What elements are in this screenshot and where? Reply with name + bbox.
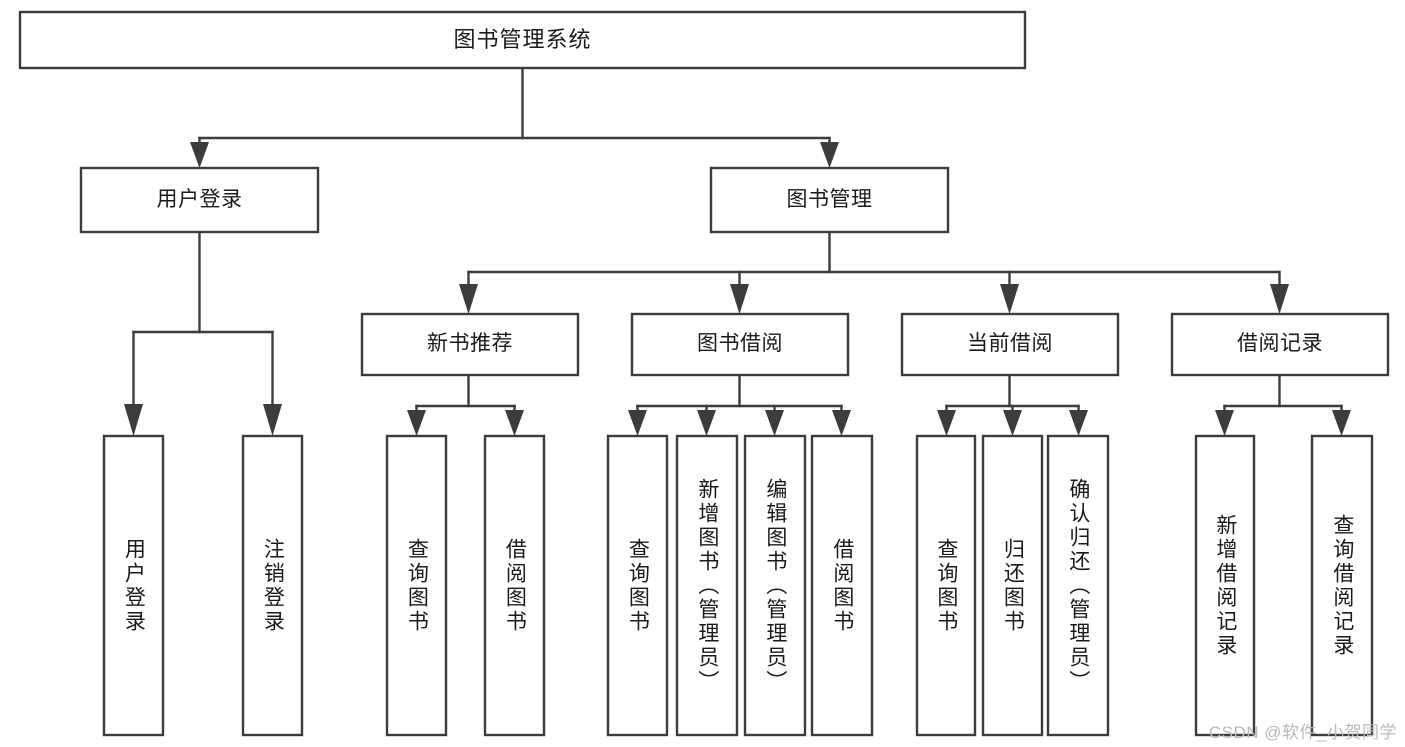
node-current-borrow-rect[interactable] (900, 312, 1120, 377)
edge-group-current-borrow (937, 373, 1088, 436)
node-leaf-logout-rect[interactable] (241, 434, 304, 737)
arrow-head-leaf-logout (263, 404, 282, 436)
arrow-head-leaf-query-1 (407, 410, 426, 436)
node-leaf-confirm-rect[interactable] (1046, 434, 1110, 737)
arrow-head-leaf-query-3 (937, 410, 956, 436)
node-leaf-borrow-2-rect[interactable] (810, 434, 874, 737)
arrow-head-book-manage (820, 142, 839, 168)
node-leaf-edit-book-rect[interactable] (743, 434, 807, 737)
arrow-head-new-book-rec (459, 284, 478, 314)
node-leaf-query-1-rect[interactable] (385, 434, 448, 737)
arrow-head-leaf-edit-book (765, 410, 784, 436)
arrow-head-current-borrow (1000, 284, 1019, 314)
arrow-head-user-login (190, 142, 209, 168)
node-book-borrow-rect[interactable] (630, 312, 850, 377)
arrow-head-leaf-add-book (697, 410, 716, 436)
arrow-head-leaf-query-2 (628, 410, 647, 436)
node-leaf-qry-record-rect[interactable] (1310, 434, 1374, 737)
node-rect-group (18, 10, 1390, 737)
arrow-head-leaf-borrow-2 (832, 410, 851, 436)
node-leaf-user-login-rect[interactable] (102, 434, 165, 737)
node-leaf-query-3-rect[interactable] (915, 434, 977, 737)
arrow-head-leaf-borrow-1 (505, 410, 524, 436)
node-borrow-record-rect[interactable] (1170, 312, 1390, 377)
edge-group-user-login (124, 230, 282, 436)
arrow-head-leaf-user-login (124, 404, 143, 436)
arrow-head-leaf-qry-record (1332, 410, 1351, 436)
node-leaf-return-rect[interactable] (981, 434, 1044, 737)
arrow-head-borrow-record (1270, 284, 1289, 314)
node-leaf-add-book-rect[interactable] (675, 434, 739, 737)
edge-group-root (190, 66, 839, 168)
node-leaf-borrow-1-rect[interactable] (483, 434, 546, 737)
arrow-head-leaf-add-record (1215, 410, 1234, 436)
edge-group-book-manage (459, 230, 1289, 314)
edge-group-new-book-rec (407, 373, 524, 436)
node-root-rect[interactable] (18, 10, 1027, 70)
arrow-head-leaf-return (1003, 410, 1022, 436)
arrow-head-leaf-confirm (1069, 410, 1088, 436)
node-user-login-rect[interactable] (79, 166, 320, 234)
node-leaf-add-record-rect[interactable] (1194, 434, 1256, 737)
node-new-book-rec-rect[interactable] (360, 312, 580, 377)
arrow-head-book-borrow (730, 284, 749, 314)
node-leaf-query-2-rect[interactable] (606, 434, 669, 737)
edge-group-borrow-record (1215, 373, 1351, 436)
node-book-manage-rect[interactable] (709, 166, 950, 234)
edge-group-book-borrow (628, 373, 851, 436)
